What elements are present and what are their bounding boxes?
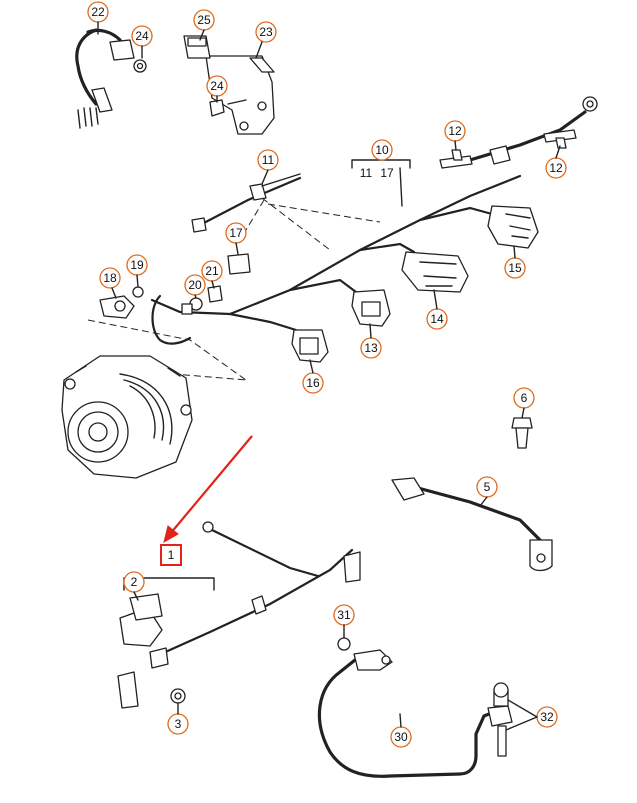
svg-text:22: 22 (91, 5, 105, 19)
callout-12-right[interactable]: 12 (545, 157, 567, 179)
callout-13[interactable]: 13 (360, 337, 382, 359)
svg-text:32: 32 (540, 710, 554, 724)
callout-15[interactable]: 15 (504, 257, 526, 279)
svg-text:3: 3 (175, 717, 182, 731)
lower-harness-drawing (117, 521, 361, 709)
callout-21[interactable]: 21 (201, 260, 223, 282)
svg-text:21: 21 (205, 264, 219, 278)
main-harness-drawing (99, 173, 539, 363)
bolt-6-drawing (511, 417, 533, 449)
group-10-subparts: 11 17 (360, 166, 394, 180)
callout-16[interactable]: 16 (302, 372, 324, 394)
svg-text:11: 11 (360, 166, 373, 180)
svg-text:5: 5 (484, 480, 491, 494)
strap-5-drawing (391, 477, 553, 572)
svg-text:23: 23 (259, 25, 273, 39)
callout-22[interactable]: 22 (87, 1, 109, 23)
svg-text:11: 11 (262, 153, 275, 167)
callout-19[interactable]: 19 (126, 254, 148, 276)
svg-text:2: 2 (131, 575, 138, 589)
ground-strap-12-drawing (439, 96, 598, 169)
callout-18[interactable]: 18 (99, 267, 121, 289)
svg-text:17: 17 (380, 166, 394, 180)
svg-text:30: 30 (394, 730, 408, 744)
svg-text:18: 18 (103, 271, 117, 285)
svg-text:14: 14 (430, 312, 444, 326)
callout-11[interactable]: 11 (257, 149, 279, 171)
callout-3[interactable]: 3 (167, 713, 189, 735)
callout-5[interactable]: 5 (476, 476, 498, 498)
callout-23[interactable]: 23 (255, 21, 277, 43)
callout-20[interactable]: 20 (184, 274, 206, 296)
callout-24-top[interactable]: 24 (131, 25, 153, 47)
svg-text:25: 25 (197, 13, 211, 27)
svg-text:12: 12 (448, 124, 462, 138)
bracket-23-drawing (183, 35, 275, 135)
callout-25[interactable]: 25 (193, 9, 215, 31)
callout-32[interactable]: 32 (536, 706, 558, 728)
svg-text:24: 24 (210, 79, 224, 93)
svg-text:10: 10 (375, 143, 389, 157)
alternator-drawing (61, 355, 193, 479)
svg-text:19: 19 (130, 258, 144, 272)
highlight-callout-1[interactable]: 1 (160, 544, 182, 566)
callout-6[interactable]: 6 (513, 387, 535, 409)
callout-leaders (97, 21, 561, 731)
callout-17[interactable]: 17 (225, 222, 247, 244)
svg-text:31: 31 (337, 608, 351, 622)
callout-14[interactable]: 14 (426, 308, 448, 330)
svg-text:13: 13 (364, 341, 378, 355)
callout-31[interactable]: 31 (333, 604, 355, 626)
callout-24-mid[interactable]: 24 (206, 75, 228, 97)
svg-text:16: 16 (306, 376, 320, 390)
svg-text:1: 1 (168, 548, 175, 562)
svg-text:15: 15 (508, 261, 522, 275)
pointer-arrow (163, 435, 253, 544)
svg-text:6: 6 (521, 391, 528, 405)
callout-30[interactable]: 30 (390, 726, 412, 748)
svg-text:17: 17 (229, 226, 243, 240)
cable-30-drawing (317, 637, 513, 778)
callout-2[interactable]: 2 (123, 571, 145, 593)
callout-10[interactable]: 10 (371, 139, 393, 161)
svg-text:20: 20 (188, 278, 202, 292)
callout-12-left[interactable]: 12 (444, 120, 466, 142)
bracket-22-drawing (75, 28, 147, 129)
svg-text:24: 24 (135, 29, 149, 43)
svg-text:12: 12 (549, 161, 563, 175)
